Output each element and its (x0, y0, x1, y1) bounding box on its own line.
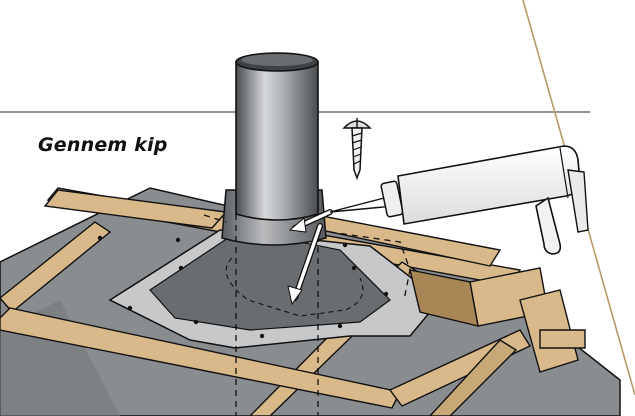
truss-diagonal-2 (429, 339, 518, 416)
hidden-pipe-lines (203, 214, 411, 416)
chimney-pipe (235, 61, 319, 221)
rafter-left (0, 221, 112, 313)
flashing-inner-edge (225, 257, 364, 317)
arrow-icon (287, 209, 333, 306)
truss-purlin (539, 329, 586, 349)
ridge-beam-side (409, 269, 479, 327)
caulking-gun-icon (329, 145, 589, 255)
batten-front (0, 307, 402, 409)
diagram-caption: Gennem kip (38, 134, 168, 156)
chimney-pipe-rim (241, 54, 313, 66)
flashing-screws (97, 235, 389, 339)
screw-icon (342, 118, 372, 181)
